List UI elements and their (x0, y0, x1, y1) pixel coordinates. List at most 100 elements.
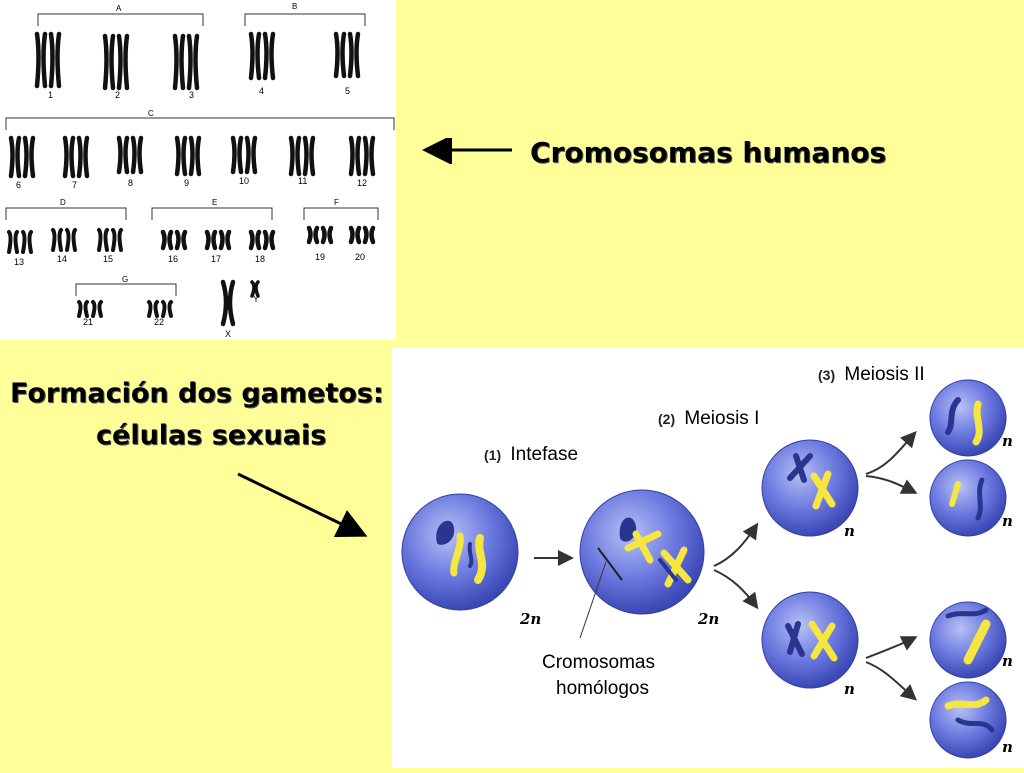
chromosome-9-a (174, 135, 188, 177)
chromosome-20-a (348, 225, 362, 245)
gametes-arrow (237, 472, 368, 538)
group-label-g: G (122, 275, 128, 284)
group-label-b: B (292, 2, 297, 11)
arrow-meiosis1-up (713, 522, 759, 567)
chromosome-18-b (262, 229, 276, 251)
stage3-number: (3) (818, 367, 835, 383)
stage3-text: Meiosis II (844, 364, 924, 385)
group-label-d: D (60, 198, 66, 207)
homologous-label-line2: homólogos (556, 678, 649, 699)
chromosome-11-b (302, 135, 316, 177)
chromosome-15-a (97, 228, 109, 252)
chr-label-x: X (225, 329, 231, 339)
chromosome-9-b (188, 135, 202, 177)
chromosome-10-a (230, 135, 244, 175)
bracket-g (75, 283, 177, 296)
chromosome-5-b (347, 31, 361, 79)
chromosome-7-a (62, 135, 76, 179)
chr-num-16: 16 (168, 254, 178, 264)
arrow-meiosis2-top-up (865, 431, 917, 475)
arrow-meiosis2-bottom-up (865, 636, 918, 659)
ploidy-gamete-4: n (1002, 738, 1013, 756)
chromosome-numbers: 1 2 3 4 5 6 7 8 9 10 11 12 13 14 15 16 1… (14, 86, 367, 339)
chr-num-12: 12 (357, 178, 367, 188)
arrow-meiosis1-down (713, 569, 759, 610)
chromosome-21-a (77, 300, 89, 318)
bracket-c (5, 117, 395, 130)
ploidy-meiosis1: 2n (697, 610, 719, 628)
chromosome-6-b (22, 135, 36, 179)
chromosome-4-a (248, 31, 262, 81)
chromosome-22-a (147, 300, 159, 318)
stage2-label: (2) Meiosis I (658, 408, 759, 429)
chromosome-2-b (116, 33, 130, 91)
chromosome-15-b (111, 228, 123, 252)
chromosome-17-b (218, 229, 232, 251)
ploidy-gamete-2: n (1002, 512, 1013, 530)
chr-num-11: 11 (298, 176, 307, 186)
bracket-a (37, 13, 204, 26)
stage3-label: (3) Meiosis II (818, 364, 925, 385)
chr-num-17: 17 (211, 254, 221, 264)
gamete-3 (929, 601, 1007, 679)
group-label-a: A (116, 4, 122, 13)
group-label-e: E (212, 198, 217, 207)
karyotype-panel: A B C D E F G 1 2 3 4 5 6 7 8 9 10 11 12… (0, 0, 396, 340)
chromosome-17-a (204, 229, 218, 251)
chromosome-13-a (7, 230, 19, 254)
chr-num-10: 10 (239, 176, 249, 186)
meiosis-diagram: (3) Meiosis II (2) Meiosis I (1) Intefas… (401, 364, 1013, 759)
chromosome-pairs (7, 31, 376, 327)
ploidy-gamete-1: n (1002, 432, 1013, 450)
chr-num-20: 20 (355, 252, 365, 262)
chromosome-4-b (262, 31, 276, 81)
meiosis1-daughter-bottom (761, 591, 859, 689)
chromosome-3-b (186, 33, 200, 91)
chromosome-8-b (130, 135, 144, 175)
chr-label-y: Y (253, 294, 259, 304)
chr-num-7: 7 (72, 180, 77, 190)
chromosome-8-a (116, 135, 130, 175)
chromosome-14-a (51, 228, 63, 252)
chr-num-15: 15 (103, 254, 113, 264)
stage1-text: Intefase (510, 444, 578, 465)
karyotype-caption: Cromosomas humanos (530, 136, 887, 169)
chromosome-2-a (102, 33, 116, 91)
chr-num-3: 3 (189, 90, 194, 100)
chromosome-11-a (288, 135, 302, 177)
chr-num-14: 14 (57, 254, 67, 264)
ploidy-daughter-top: n (844, 522, 855, 540)
group-label-f: F (334, 198, 339, 207)
meiosis-panel: (3) Meiosis II (2) Meiosis I (1) Intefas… (392, 348, 1024, 768)
chr-num-18: 18 (255, 254, 265, 264)
ploidy-daughter-bottom: n (844, 680, 855, 698)
meiosis1-cell (579, 489, 705, 615)
stage2-number: (2) (658, 411, 675, 427)
stage1-number: (1) (484, 447, 501, 463)
chromosome-19-b (320, 225, 334, 245)
chromosome-3-a (172, 33, 186, 91)
chr-num-6: 6 (16, 180, 21, 190)
bracket-e (151, 207, 273, 220)
group-label-c: C (148, 109, 154, 118)
chromosome-7-b (76, 135, 90, 179)
chromosome-1-b (48, 31, 62, 89)
stage1-label: (1) Intefase (484, 444, 578, 465)
gametes-title-line2: células sexuais (96, 420, 327, 451)
bracket-f (303, 207, 379, 220)
chr-num-22: 22 (154, 317, 164, 327)
chr-num-5: 5 (345, 86, 350, 96)
meiosis1-daughter-top (761, 439, 859, 537)
karyotype-image: A B C D E F G 1 2 3 4 5 6 7 8 9 10 11 12… (5, 2, 395, 339)
chromosome-y (250, 280, 260, 298)
bracket-b (244, 13, 366, 26)
chr-num-21: 21 (83, 317, 93, 327)
chromosome-14-b (65, 228, 77, 252)
stage2-text: Meiosis I (684, 408, 759, 429)
gamete-2 (929, 459, 1007, 537)
arrow-meiosis2-bottom-down (865, 661, 918, 701)
chr-num-9: 9 (184, 178, 189, 188)
chromosome-12-a (348, 135, 362, 177)
chromosome-10-b (244, 135, 258, 175)
chr-num-2: 2 (115, 90, 120, 100)
